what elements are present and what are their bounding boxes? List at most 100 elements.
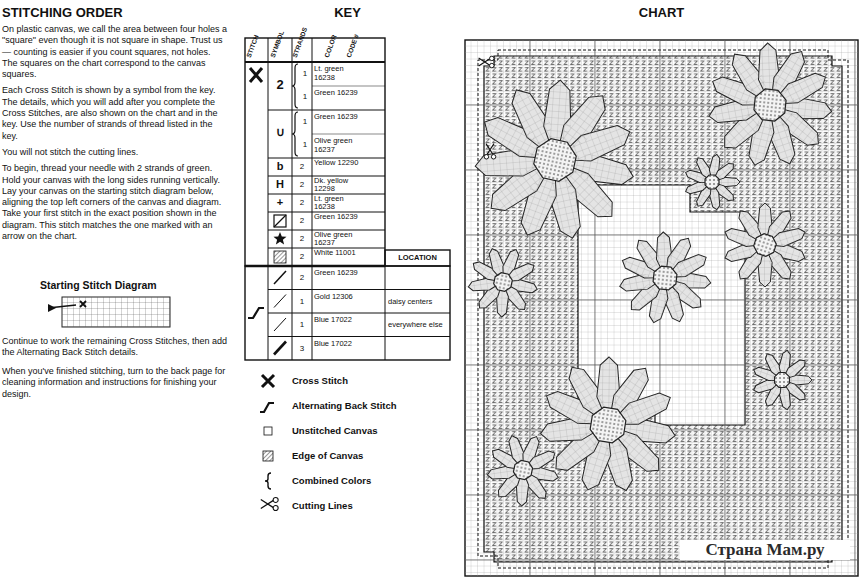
- label-slot: 2: [292, 162, 312, 172]
- legend-symbols: [263, 451, 273, 461]
- color-code: Gold 12306: [314, 293, 360, 302]
- label-slot: 1: [292, 297, 312, 307]
- strand-count: 1: [299, 92, 311, 102]
- color-code: Yellow 12290: [314, 159, 360, 167]
- body-paragraph: When you've finished stitching, turn to …: [2, 366, 228, 400]
- scissors-symbol: [273, 506, 278, 511]
- label-slot: Страна Мам.ру: [680, 540, 850, 560]
- chart-illustration: [465, 40, 858, 576]
- label-slot: Green 16239: [314, 269, 360, 278]
- label-slot: On plastic canvas, we call the area betw…: [2, 24, 228, 80]
- legend-label: Alternating Back Stitch: [292, 400, 452, 412]
- key-table: [312, 134, 385, 135]
- chart-illustration: [479, 56, 496, 159]
- location-note: everywhere else: [388, 320, 448, 329]
- legend-label: Cross Stitch: [292, 375, 452, 387]
- strand-count: 1: [299, 69, 311, 79]
- chart-illustration: [479, 56, 494, 68]
- label-slot: b: [268, 160, 292, 173]
- chart-illustration: [465, 40, 858, 576]
- label-slot: KEY: [245, 5, 450, 21]
- chart-illustration: [855, 40, 856, 576]
- chart-illustration: [578, 185, 745, 425]
- color-code: Green 16239: [314, 113, 360, 122]
- label-slot: Green 16239: [314, 89, 360, 98]
- label-slot: H: [268, 178, 292, 191]
- label-slot: 2: [292, 273, 312, 283]
- chart-illustration: [484, 144, 496, 159]
- label-slot: Continue to work the remaining Cross Sti…: [2, 336, 228, 359]
- key-table: [268, 110, 385, 111]
- petal-grid: [567, 119, 635, 167]
- label-slot: daisy centers: [388, 297, 448, 306]
- chart-illustration: [459, 36, 858, 576]
- label-slot: 2: [292, 234, 312, 244]
- key-symbol: 2: [268, 77, 292, 92]
- label-slot: Lt. green 16238: [314, 195, 360, 211]
- column-header: SYMBOL: [270, 30, 286, 58]
- petal-grid: [772, 225, 808, 249]
- label-slot: Green 16239: [314, 113, 360, 122]
- key-symbols: [274, 251, 286, 263]
- label-slot: STITCHING ORDER: [2, 5, 230, 21]
- key-symbols: [292, 64, 298, 108]
- daisy: [530, 346, 686, 504]
- daisy: [614, 227, 716, 329]
- daisy: [684, 154, 740, 211]
- key-table: [268, 289, 450, 290]
- legend-slot: Cross Stitch: [292, 375, 452, 387]
- key-symbol: ∪: [268, 125, 292, 139]
- legend-symbols: [262, 375, 274, 387]
- body-paragraph: Continue to work the remaining Cross Sti…: [2, 336, 228, 359]
- color-code: Green 16239: [314, 213, 360, 221]
- label-slot: To begin, thread your needle with 2 stra…: [2, 163, 228, 242]
- label-slot: Starting Stitch Diagram: [40, 279, 230, 292]
- label-slot: 1: [299, 92, 311, 102]
- label-slot: CODE #: [352, 52, 376, 59]
- color-code: Lt. green 16238: [314, 195, 360, 211]
- label-slot: Gold 12306: [314, 293, 360, 302]
- daisy-center: [589, 406, 628, 445]
- strand-count: 3: [292, 344, 312, 354]
- chart-illustration: [465, 40, 858, 576]
- key-table: [245, 266, 450, 360]
- daisy-center: [775, 373, 790, 388]
- label-slot: Yellow 12290: [314, 159, 360, 167]
- daisy: [701, 36, 838, 174]
- chart-illustration: [491, 155, 495, 159]
- key-table: [245, 38, 450, 360]
- legend-label: Unstitched Canvas: [292, 425, 452, 437]
- key-symbols: [248, 308, 264, 318]
- location-note: daisy centers: [388, 297, 448, 306]
- key-table: [245, 38, 385, 266]
- label-slot: When you've finished stitching, turn to …: [2, 366, 228, 400]
- key-symbols: [274, 271, 286, 284]
- strand-count: 1: [299, 140, 311, 150]
- starting-stitch-diagram: [48, 297, 170, 327]
- key-symbols: [248, 64, 298, 355]
- key-table: [312, 86, 385, 87]
- label-slot: Dk. yellow 12298: [314, 177, 360, 193]
- chart-illustration: [478, 50, 848, 568]
- section-heading: KEY: [245, 5, 450, 21]
- key-symbols: [274, 215, 286, 227]
- key-symbols: [274, 232, 287, 244]
- diagram-heading: Starting Stitch Diagram: [40, 279, 230, 292]
- label-slot: White 11001: [314, 249, 360, 257]
- legend-slot: Cutting Lines: [292, 500, 452, 512]
- label-slot: LOCATION: [385, 253, 450, 263]
- legend-symbols: [260, 403, 274, 412]
- chart-illustration: [490, 56, 494, 60]
- key-symbols: [274, 215, 286, 227]
- label-slot: 2: [292, 252, 312, 262]
- key-table: [245, 265, 385, 267]
- label-slot: +: [268, 196, 292, 209]
- label-slot: everywhere else: [388, 320, 448, 329]
- body-paragraph: On plastic canvas, we call the area betw…: [2, 24, 228, 80]
- color-code: Green 16239: [314, 89, 360, 98]
- label-slot: 3: [292, 344, 312, 354]
- chart-illustration: [484, 155, 488, 159]
- label-slot: 1: [292, 320, 312, 330]
- legend-slot: Edge of Canvas: [292, 450, 452, 462]
- label-slot: CHART: [465, 5, 858, 21]
